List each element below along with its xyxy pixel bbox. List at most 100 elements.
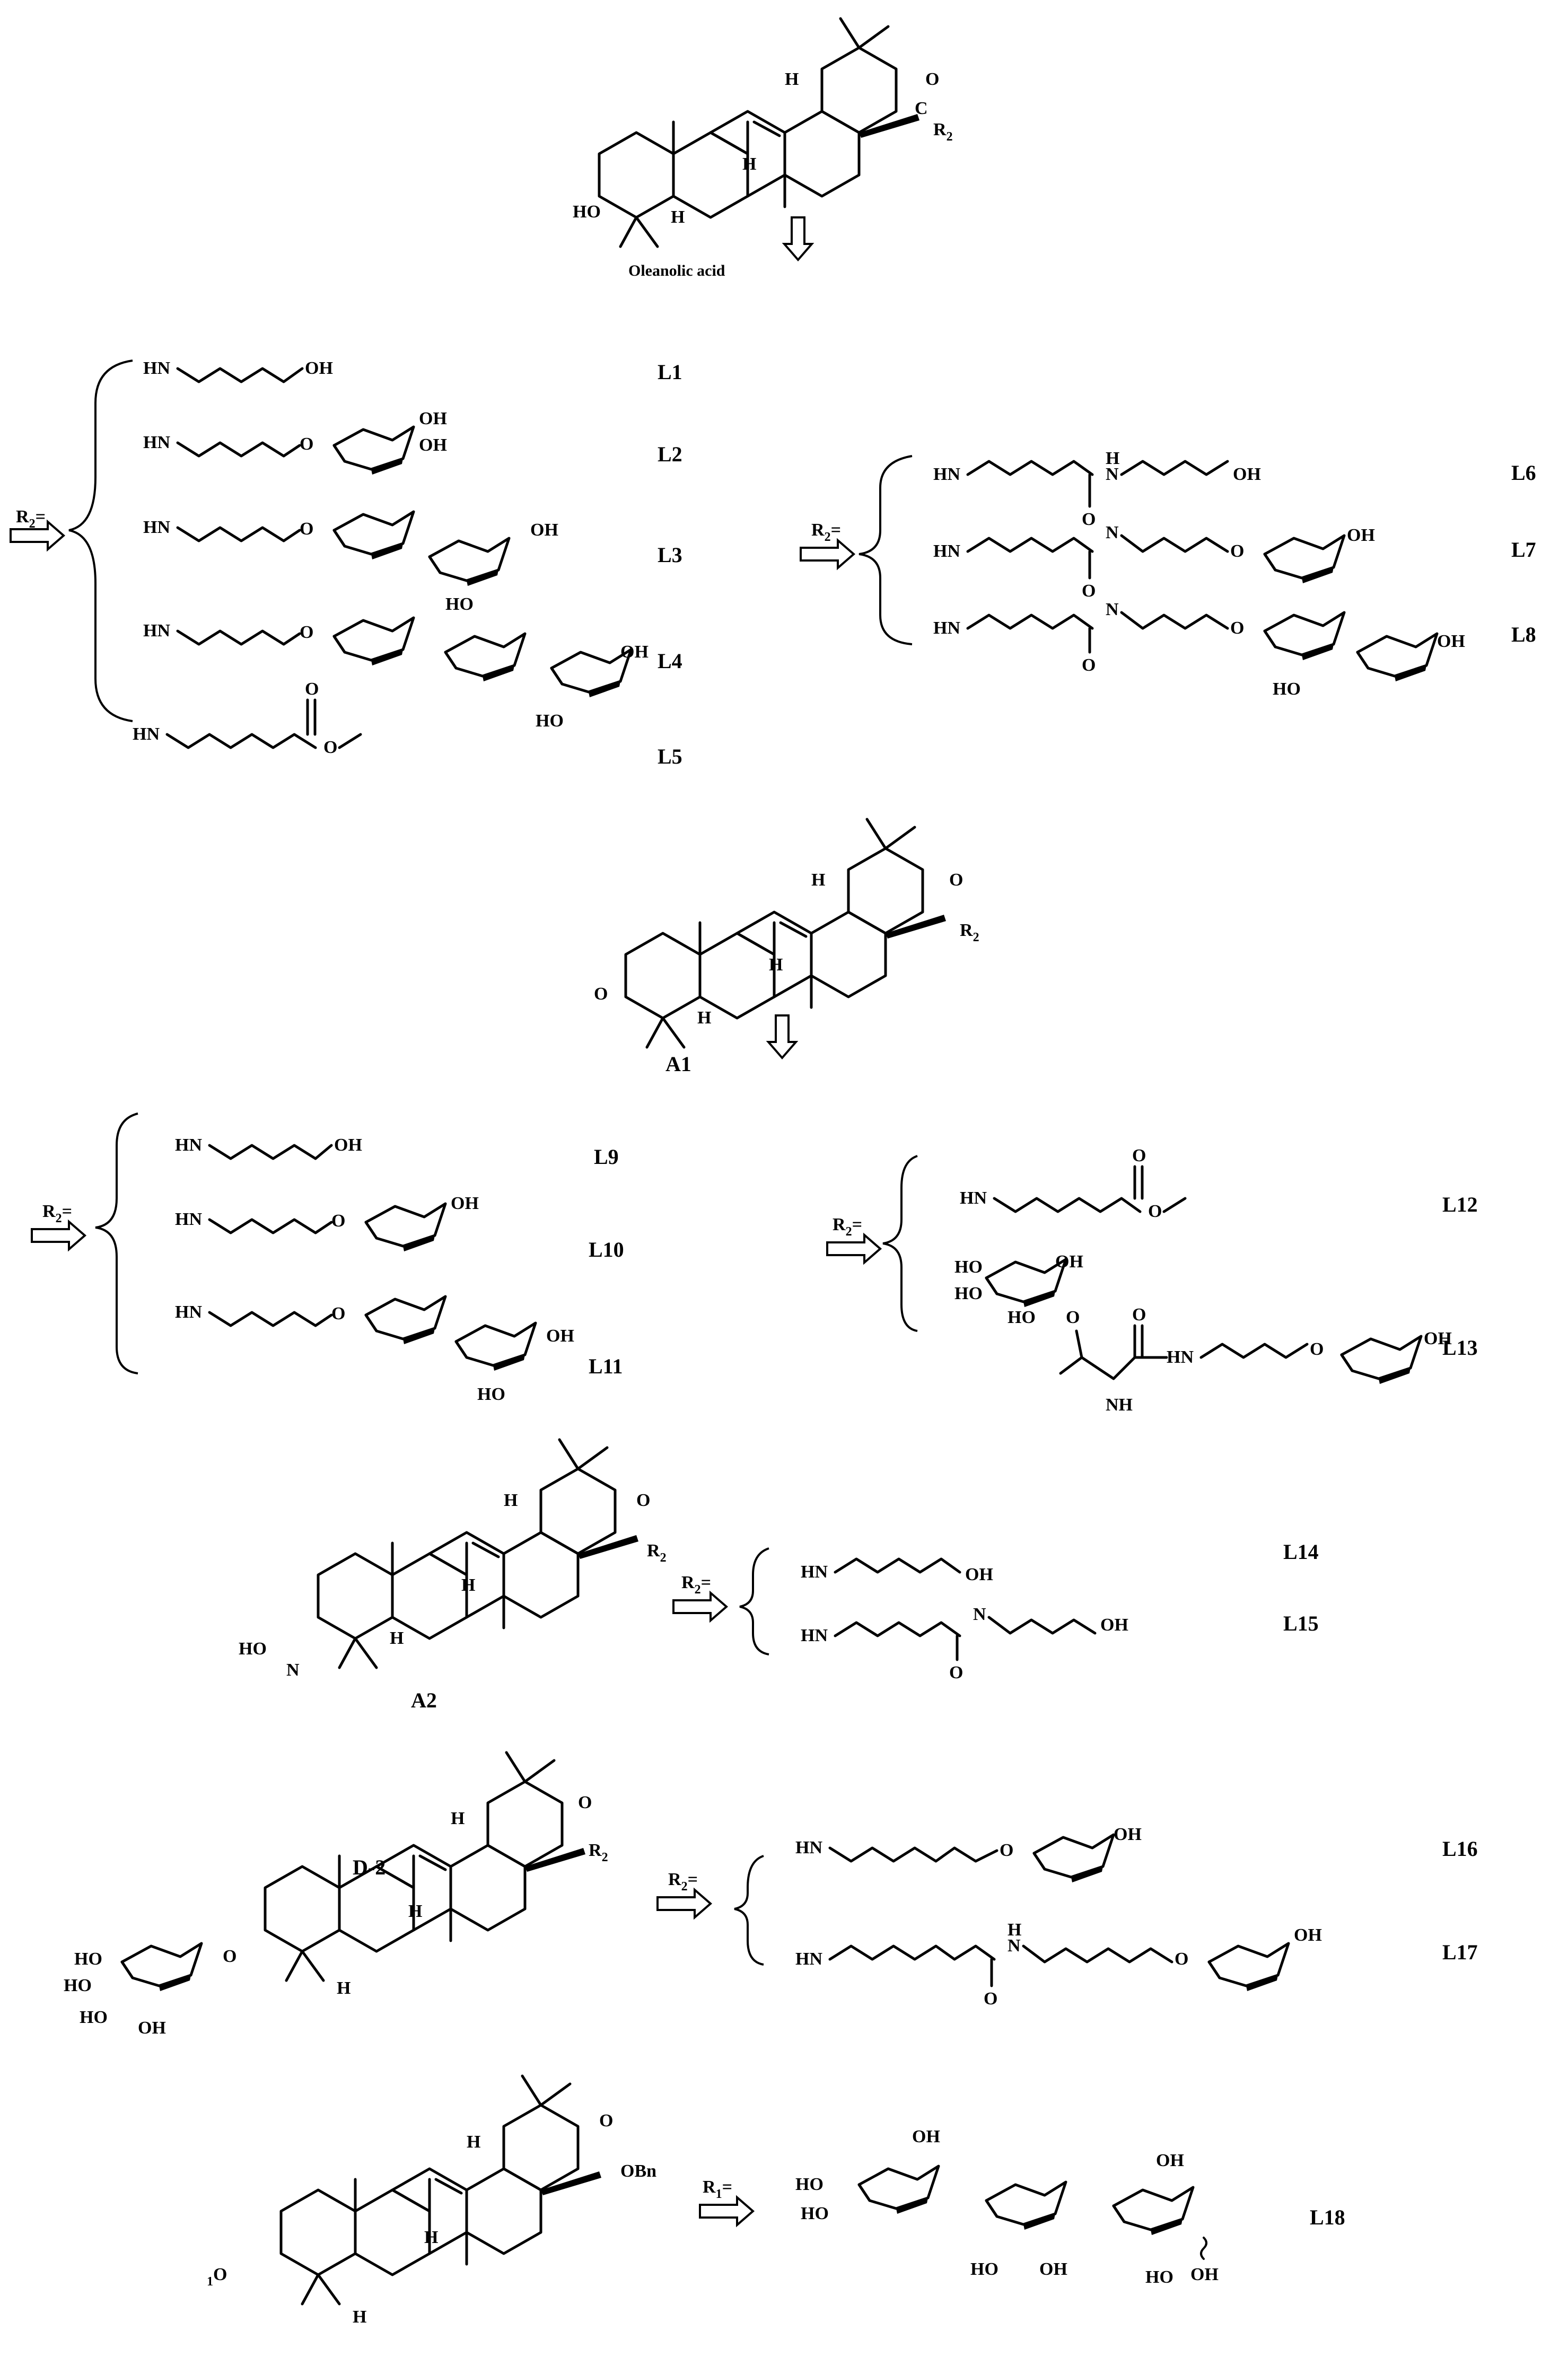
bn-h-low: H xyxy=(353,2307,366,2327)
substituent-group-3: R2= HN OH L9 HN O OH L10 HN O HO OH L11 xyxy=(31,1112,624,1404)
l7-n: N xyxy=(1106,523,1119,542)
label-l8: L8 xyxy=(1511,623,1536,646)
r2-prefix-4: R2= xyxy=(833,1215,862,1239)
atom-h-mid: H xyxy=(742,154,756,174)
l3-oh: OH xyxy=(530,520,558,540)
substituent-group-4: R2= HN O O L12 HO HO HO OH O O HN NH O O… xyxy=(826,1146,1478,1415)
d2-h-low: H xyxy=(337,1978,351,1998)
label-l10: L10 xyxy=(589,1238,624,1261)
a1-o: O xyxy=(949,870,963,890)
l17-hn: HN xyxy=(795,1949,822,1969)
d2-r2: R2 xyxy=(589,1841,608,1864)
a2-r2: R2 xyxy=(647,1541,667,1565)
l15-n: N xyxy=(973,1605,986,1624)
substituent-group-5: R2= HN OH L14 HN O N OH L15 xyxy=(672,1540,1319,1683)
label-l9: L9 xyxy=(594,1145,619,1169)
l18-ho3: HO xyxy=(970,2259,998,2279)
l2-o: O xyxy=(300,434,313,454)
l15-o: O xyxy=(949,1663,963,1683)
l13-oh2: OH xyxy=(1424,1329,1452,1348)
l3-o: O xyxy=(300,519,313,539)
bn-ester-structure: 1O H H H O OBn xyxy=(207,2076,656,2327)
l12-o-carbonyl: O xyxy=(1132,1146,1146,1166)
l18-ho1: HO xyxy=(795,2175,824,2194)
l17-oh: OH xyxy=(1294,1925,1322,1945)
r1-prefix: R1= xyxy=(703,2177,732,2201)
a2-ho: HO xyxy=(239,1639,267,1659)
d2-ho3: HO xyxy=(80,2008,108,2027)
l8-n: N xyxy=(1106,600,1119,619)
a2-h-mid: H xyxy=(461,1575,475,1595)
l10-o: O xyxy=(331,1211,345,1231)
l17-n: N xyxy=(1008,1936,1021,1956)
label-l14: L14 xyxy=(1283,1540,1319,1564)
a1-h-mid: H xyxy=(769,955,783,975)
d2-o: O xyxy=(578,1793,592,1812)
l13-o1: O xyxy=(1066,1308,1080,1327)
l10-oh: OH xyxy=(451,1194,479,1213)
a1-o3: O xyxy=(594,984,608,1004)
l18-ho2: HO xyxy=(801,2204,829,2223)
d2-h-mid: H xyxy=(408,1901,422,1921)
d2-structure: HO HO HO OH O H H H O R2 D-2 xyxy=(64,1752,608,2038)
l13-ho1: HO xyxy=(954,1257,983,1277)
l13-o3: O xyxy=(1310,1339,1324,1359)
a2-h-top: H xyxy=(504,1491,518,1510)
l10-hn: HN xyxy=(175,1210,202,1229)
a1-h-low: H xyxy=(697,1008,711,1028)
l5-hn: HN xyxy=(133,724,160,744)
l17-o: O xyxy=(984,1989,997,2009)
r2-prefix: R2= xyxy=(16,507,46,531)
l11-o: O xyxy=(331,1304,345,1324)
l4-o: O xyxy=(300,623,313,642)
l13-hn: HN xyxy=(1167,1347,1194,1367)
l8-o2: O xyxy=(1230,618,1244,638)
l16-o: O xyxy=(1000,1841,1013,1860)
l12-hn: HN xyxy=(960,1188,987,1208)
l18-oh3: OH xyxy=(1156,2151,1184,2170)
label-l17: L17 xyxy=(1442,1940,1478,1964)
l2-oh2: OH xyxy=(419,435,447,455)
bn-obn: OBn xyxy=(620,2161,656,2181)
l13-nh: NH xyxy=(1106,1395,1133,1415)
label-l7: L7 xyxy=(1511,538,1536,562)
l6-hn: HN xyxy=(933,465,960,484)
l3-hn: HN xyxy=(143,518,170,537)
l14-oh: OH xyxy=(965,1565,993,1584)
d2-ho1: HO xyxy=(74,1949,102,1969)
l6-o: O xyxy=(1082,510,1096,529)
l9-hn: HN xyxy=(175,1135,202,1155)
a2-n: N xyxy=(286,1660,300,1680)
l18-oh4: OH xyxy=(1190,2265,1219,2284)
l17-o2: O xyxy=(1175,1949,1188,1969)
l15-oh: OH xyxy=(1100,1615,1128,1635)
atom-ho: HO xyxy=(573,202,601,222)
label-l5: L5 xyxy=(658,744,682,768)
l14-hn: HN xyxy=(801,1562,828,1582)
a1-h-top: H xyxy=(811,870,825,890)
caption-a2: A2 xyxy=(411,1688,437,1712)
label-l18: L18 xyxy=(1310,2205,1345,2229)
d2-h-top: H xyxy=(451,1809,465,1828)
label-l2: L2 xyxy=(658,442,682,466)
l3-ho: HO xyxy=(445,594,474,614)
r2-prefix-6: R2= xyxy=(668,1870,698,1894)
a1-r2: R2 xyxy=(960,921,979,944)
substituent-group-6: R2= HN O OH L16 HN O H N O OH L17 xyxy=(656,1825,1478,2009)
label-l12: L12 xyxy=(1442,1193,1478,1216)
l15-hn: HN xyxy=(801,1626,828,1645)
l13-ho3: HO xyxy=(1008,1308,1036,1327)
caption-a1: A1 xyxy=(665,1052,691,1076)
l6-n: N xyxy=(1106,465,1119,484)
atom-c: C xyxy=(915,99,928,118)
l13-ho2: HO xyxy=(954,1284,983,1303)
caption-oleanolic-acid: Oleanolic acid xyxy=(628,262,725,279)
l4-oh: OH xyxy=(620,642,649,662)
bn-h-top: H xyxy=(467,2132,480,2152)
substituent-group-1: R2= HN OH L1 HN O OH OH L2 HN O HO OH L3… xyxy=(10,358,682,768)
l18-oh1: OH xyxy=(912,2127,940,2146)
l17-h: H xyxy=(1008,1920,1021,1940)
bn-h-mid: H xyxy=(424,2228,438,2247)
l7-o: O xyxy=(1082,581,1096,601)
